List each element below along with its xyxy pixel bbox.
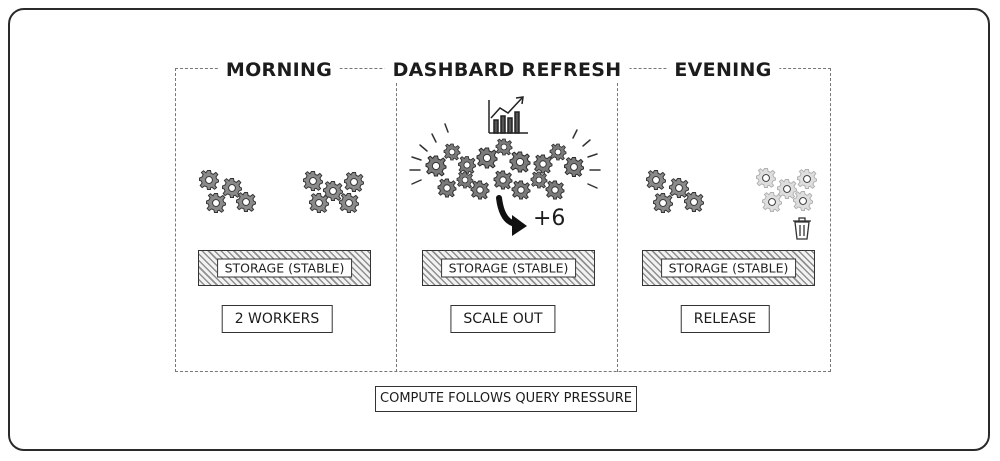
gear-icon [511, 180, 531, 200]
gear-icon [456, 171, 474, 189]
panel-divider [396, 68, 397, 372]
panel-title-morning: MORNING [217, 57, 341, 83]
worker-count-label: 2 WORKERS [221, 305, 333, 333]
storage-bar: STORAGE (STABLE) [642, 250, 815, 286]
gear-icon [530, 171, 548, 189]
panel-title-evening: EVENING [666, 57, 780, 83]
storage-bar: STORAGE (STABLE) [422, 250, 595, 286]
gear-icon [303, 171, 323, 191]
release-label: RELEASE [680, 305, 770, 333]
bar-chart-icon [488, 96, 528, 134]
gear-icon [564, 157, 584, 177]
gear-icon [470, 180, 490, 200]
gear-icon [493, 170, 513, 190]
gear-icon [653, 193, 673, 213]
gear-icon [793, 191, 813, 211]
gear-icon [495, 138, 513, 156]
scale-out-label: SCALE OUT [450, 305, 556, 333]
gear-icon [339, 193, 359, 213]
gear-icon [533, 154, 553, 174]
storage-label: STORAGE (STABLE) [216, 258, 353, 278]
gear-icon [509, 151, 531, 173]
storage-label: STORAGE (STABLE) [660, 258, 797, 278]
gear-icon [549, 143, 567, 161]
gear-icon [437, 178, 457, 198]
scale-delta: +6 [533, 206, 566, 231]
gear-icon [206, 193, 226, 213]
panel-divider [617, 68, 618, 372]
diagram-caption: COMPUTE FOLLOWS QUERY PRESSURE [375, 386, 637, 412]
panel-title-dashboard-refresh: DASHBARD REFRESH [384, 57, 630, 83]
storage-bar: STORAGE (STABLE) [198, 250, 371, 286]
gear-icon [684, 192, 704, 212]
storage-label: STORAGE (STABLE) [440, 258, 577, 278]
gear-icon [443, 143, 461, 161]
gear-icon [476, 147, 498, 169]
outer-frame [8, 8, 990, 451]
trash-icon [793, 217, 811, 240]
gear-icon [797, 169, 817, 189]
curved-arrow-icon [496, 195, 527, 236]
gear-icon [756, 168, 776, 188]
gear-icon [309, 193, 329, 213]
gear-icon [425, 155, 447, 177]
gear-icon [545, 180, 565, 200]
gear-icon [762, 192, 782, 212]
gear-icon [199, 170, 219, 190]
gear-icon [344, 172, 364, 192]
gear-icon [669, 178, 689, 198]
gear-icon [236, 192, 256, 212]
gear-icon [458, 156, 476, 174]
burst-lines [409, 123, 601, 189]
gear-icon [646, 170, 666, 190]
